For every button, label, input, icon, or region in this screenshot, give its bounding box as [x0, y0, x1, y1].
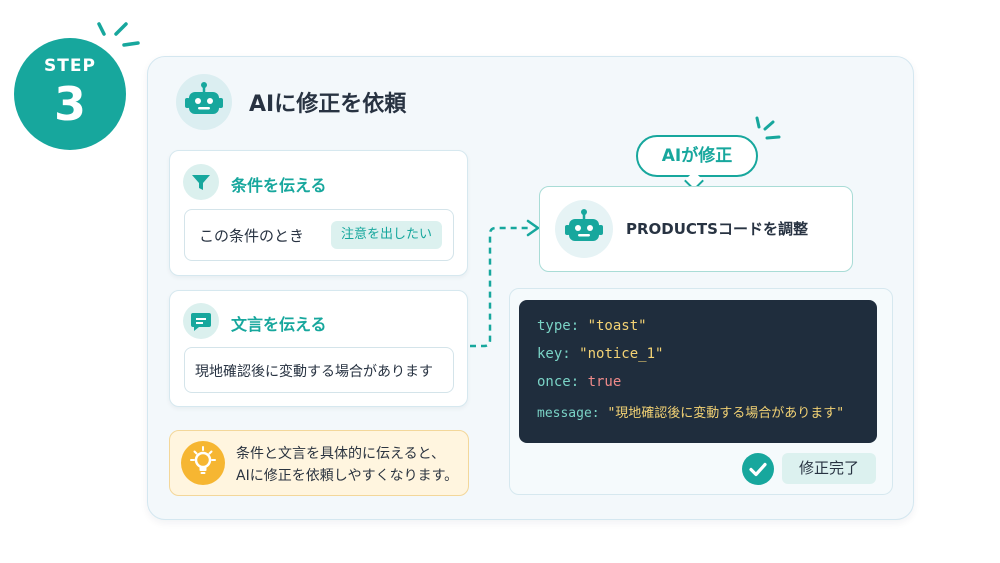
- ai-card-text: PRODUCTSコードを調整: [626, 220, 808, 238]
- sparkle-icon: [755, 116, 781, 140]
- message-box: [184, 347, 454, 393]
- code-value: true: [587, 374, 622, 390]
- lightbulb-icon: [181, 441, 225, 485]
- code-key: type: [537, 318, 571, 334]
- connector-arrow: [470, 219, 540, 348]
- code-block: [519, 300, 877, 443]
- step-number: 3: [53, 77, 86, 131]
- chat-icon: [183, 303, 219, 339]
- code-value: "現地確認後に変動する場合があります": [607, 406, 845, 421]
- code-sep: :: [562, 346, 580, 362]
- step-label: STEP: [44, 56, 96, 76]
- code-line: once: true: [537, 374, 621, 390]
- status-badge: 修正完了: [782, 453, 876, 484]
- code-line: type: "toast": [537, 318, 647, 334]
- code-line: key: "notice_1": [537, 346, 663, 362]
- code-key: key: [537, 346, 563, 362]
- condition-pill: 注意を出したい: [331, 221, 442, 249]
- ai-fix-bubble: AIが修正: [636, 135, 758, 177]
- step-badge: STEP 3: [14, 38, 126, 150]
- code-value: "toast": [587, 318, 647, 334]
- code-sep: :: [570, 374, 588, 390]
- code-line: message: "現地確認後に変動する場合があります": [537, 402, 844, 421]
- code-key: once: [537, 374, 571, 390]
- page-title: AIに修正を依頼: [249, 92, 407, 117]
- filter-icon: [183, 164, 219, 200]
- sparkle-icon: [97, 22, 140, 47]
- code-key: message: [537, 406, 592, 421]
- code-value: "notice_1": [579, 346, 664, 362]
- conditions-title: 条件を伝える: [231, 176, 327, 195]
- condition-text: この条件のとき: [199, 227, 305, 245]
- robot-icon: [176, 74, 232, 130]
- tip-text: 条件と文言を具体的に伝えると、 AIに修正を依頼しやすくなります。: [236, 443, 458, 487]
- tip-line-1: 条件と文言を具体的に伝えると、: [236, 446, 446, 462]
- tip-line-2: AIに修正を依頼しやすくなります。: [236, 468, 459, 484]
- code-sep: :: [591, 406, 608, 421]
- robot-icon: [555, 200, 613, 258]
- message-text: 現地確認後に変動する場合があります: [195, 364, 433, 380]
- message-title: 文言を伝える: [231, 315, 327, 334]
- code-sep: :: [570, 318, 588, 334]
- check-circle-icon: [742, 453, 774, 485]
